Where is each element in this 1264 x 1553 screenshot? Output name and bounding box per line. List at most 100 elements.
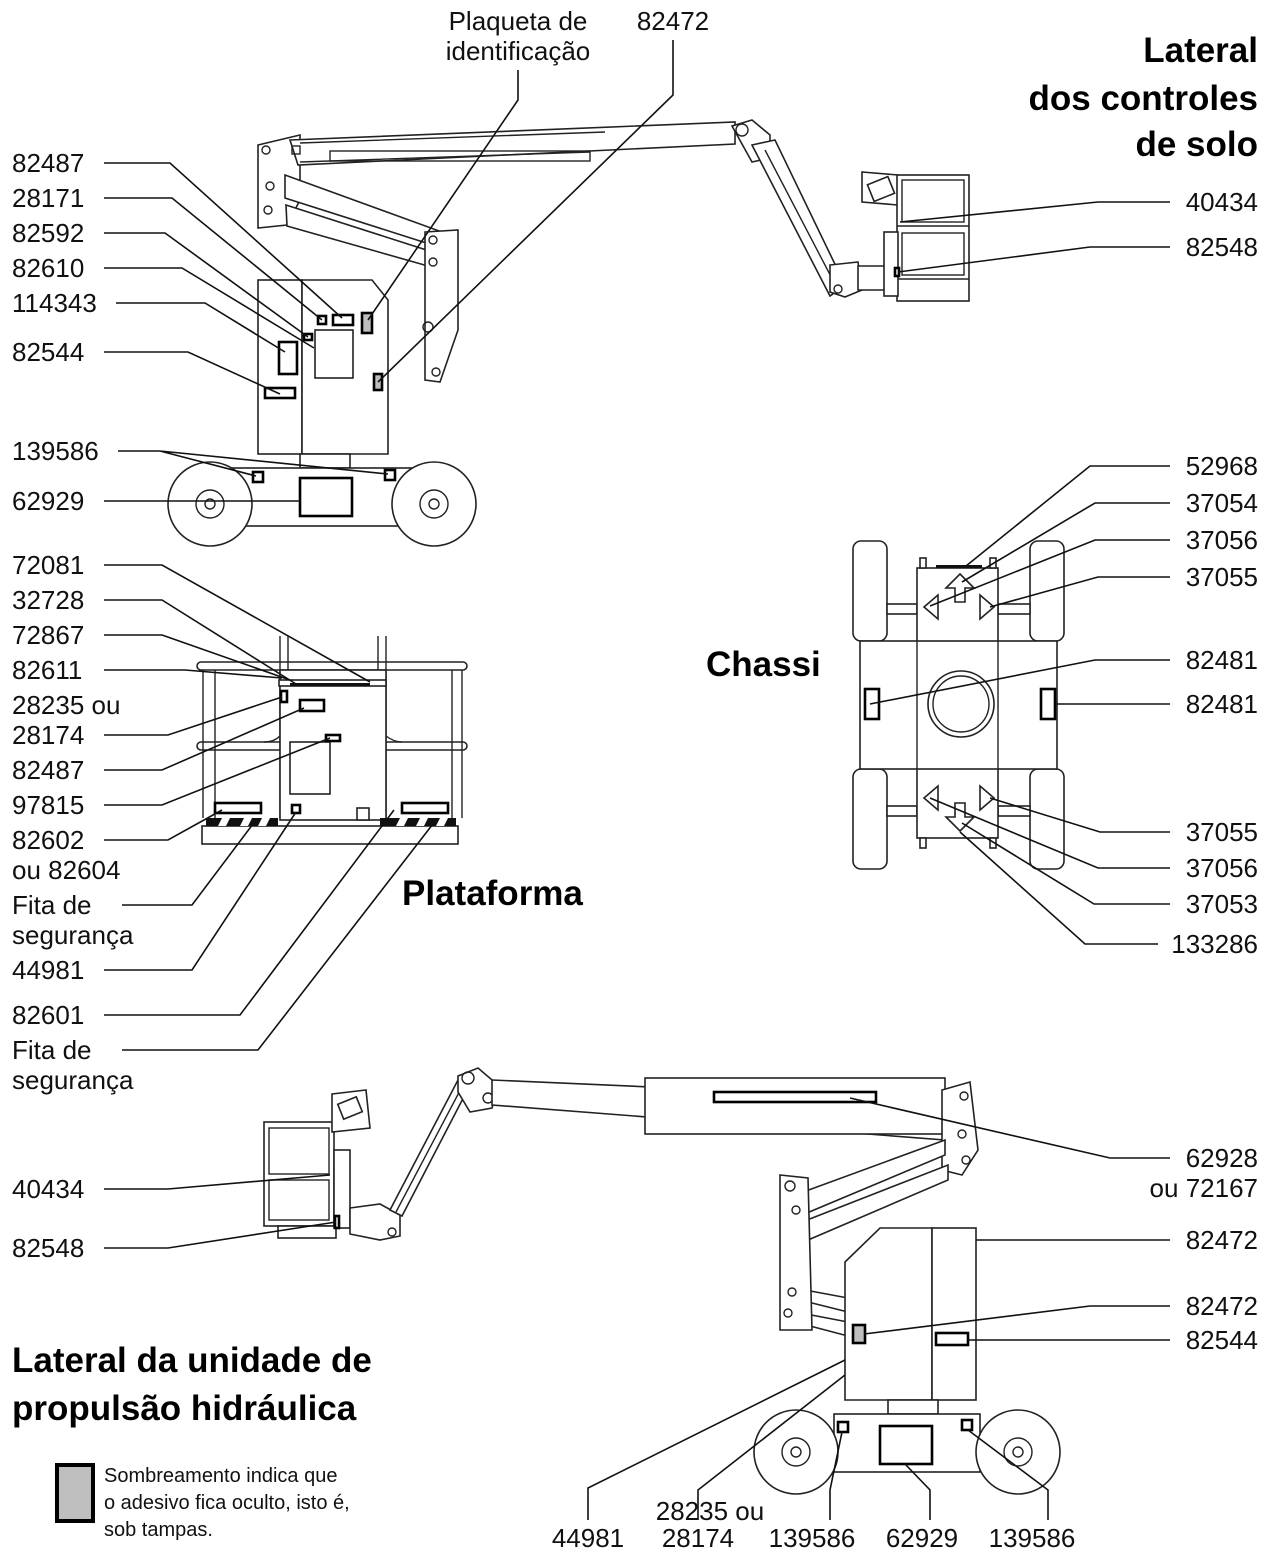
callout-label: 82592: [12, 218, 84, 248]
rail-post: [202, 670, 463, 818]
decal-139586: [251, 470, 265, 484]
callout-label: 28174: [662, 1523, 734, 1553]
top-rail: [196, 661, 468, 671]
chassis-wheel: [852, 540, 888, 642]
wheel: [975, 1409, 1061, 1495]
callout-label: 82481: [1186, 689, 1258, 719]
decal-37054: [944, 572, 976, 603]
title-platform: Plataforma: [402, 874, 583, 913]
leader-line: [104, 267, 315, 349]
secondary-upright: [424, 229, 459, 383]
decal-82481: [1039, 687, 1057, 721]
floor-edge: [201, 825, 459, 845]
callout-label: 139586: [12, 436, 99, 466]
leader-line: [104, 809, 395, 1016]
leader-line: [961, 502, 1170, 583]
ground-controls-side-machine: [167, 119, 970, 547]
title-line: Lateral: [1143, 31, 1258, 70]
leader-line: [959, 831, 1158, 945]
decal-139586: [960, 1418, 974, 1432]
platform-basket: [896, 174, 970, 302]
leader-line: [104, 564, 371, 683]
decal-72081: [290, 683, 370, 686]
decal-114343: [277, 340, 299, 376]
power-unit-callouts: 40434 82548 62928 ou 72167 82472 82472 8…: [12, 1097, 1258, 1553]
callout-label: 82602: [12, 825, 84, 855]
decal-82544: [934, 1331, 970, 1347]
leader-line: [104, 811, 297, 971]
shading-legend: Sombreamento indica que o adesivo fica o…: [55, 1463, 350, 1541]
platform-view: [196, 636, 468, 845]
leader-line: [118, 450, 389, 477]
power-unit-side-machine: [263, 1067, 1061, 1495]
leader-line: [104, 197, 323, 321]
decal-139586: [836, 1420, 850, 1434]
leader-line: [104, 162, 343, 319]
callout-label: 62928: [1186, 1143, 1258, 1173]
leader-line: [904, 1463, 931, 1520]
callout-label: 82487: [12, 755, 84, 785]
leader-line: [869, 659, 1170, 705]
callout-label: segurança: [12, 1065, 134, 1095]
ground-controls-callouts: Plaqueta de identificação 82472 82487 28…: [12, 6, 1258, 516]
leader-line: [104, 232, 309, 338]
platform-callouts: 72081 32728 72867 82611 28235 ou 28174 8…: [12, 550, 437, 1095]
callout-label: 82472: [637, 6, 709, 36]
leader-line: [367, 70, 519, 321]
drive-housing: [931, 1227, 977, 1401]
legend-swatch: [55, 1463, 95, 1523]
callout-label: 28235 ou: [12, 690, 120, 720]
callout-label: 82544: [1186, 1325, 1258, 1355]
callout-label: 32728: [12, 585, 84, 615]
decal-37055: [979, 784, 996, 812]
console-panel: [289, 741, 331, 795]
callout-label: 62929: [12, 486, 84, 516]
leader-line: [863, 1305, 1170, 1335]
callout-label: 82601: [12, 1000, 84, 1030]
wheel: [753, 1409, 839, 1495]
callout-label: 37056: [1186, 525, 1258, 555]
leader-line: [104, 351, 281, 395]
callout-label: 28235 ou: [656, 1496, 764, 1526]
leader-line: [122, 819, 437, 1051]
callout-label: 40434: [12, 1174, 84, 1204]
leader-line: [587, 1359, 846, 1520]
callout-label: 37053: [1186, 889, 1258, 919]
callout-label: ou 72167: [1150, 1173, 1258, 1203]
console-box: [356, 807, 370, 821]
axle: [886, 805, 918, 817]
callout-label: 37054: [1186, 488, 1258, 518]
leader-line: [116, 302, 286, 353]
title-line: de solo: [1135, 125, 1258, 164]
decal-37055: [979, 593, 996, 621]
cover-panel: [314, 329, 354, 379]
leader-line: [104, 1221, 337, 1249]
leader-line: [104, 696, 283, 736]
leader-line: [989, 576, 1170, 608]
wheel: [167, 461, 253, 547]
tape-stripes: [218, 818, 448, 826]
callout-label: 82472: [1186, 1225, 1258, 1255]
callout-label: 82548: [12, 1233, 84, 1263]
title-power-unit-side: Lateral da unidade de propulsão hidráuli…: [12, 1341, 372, 1428]
callout-label: 37056: [1186, 853, 1258, 883]
decal-82602: [213, 801, 263, 815]
leader-line: [899, 201, 1170, 223]
callout-label: identificação: [446, 36, 591, 66]
legend-text: Sombreamento indica que: [104, 1465, 337, 1487]
decal-62929: [298, 476, 354, 518]
chassis-callouts: 52968 37054 37056 37055 82481 82481 3705…: [869, 451, 1258, 959]
callout-label: segurança: [12, 920, 134, 950]
leader-line: [989, 797, 1170, 833]
callout-label: 82472: [1186, 1291, 1258, 1321]
decal-82487: [298, 698, 326, 713]
wheel: [391, 461, 477, 547]
axle: [886, 603, 918, 615]
callout-label: 82610: [12, 253, 84, 283]
callout-label: 52968: [1186, 451, 1258, 481]
decal-37056: [922, 593, 939, 621]
leader-line: [929, 797, 1170, 869]
callout-label: 133286: [1171, 929, 1258, 959]
callout-label: 139586: [989, 1523, 1076, 1553]
secondary-upright: [779, 1174, 813, 1331]
